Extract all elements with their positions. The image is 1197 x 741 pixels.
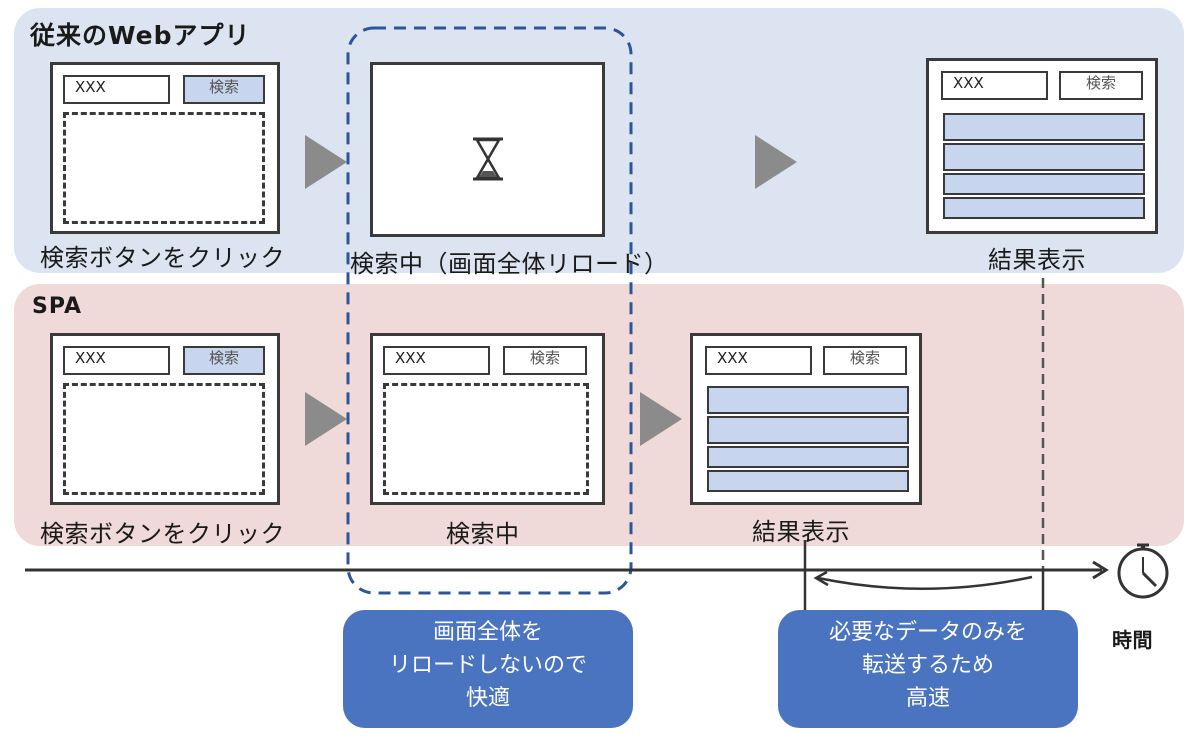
triangle-arrow-icon <box>305 392 347 446</box>
search-phase-highlight <box>346 26 633 595</box>
search-input: XXX <box>63 75 170 104</box>
spa-section-title: SPA <box>32 294 82 319</box>
search-button: 検索 <box>1059 71 1143 100</box>
search-button: 検索 <box>503 346 587 375</box>
comfort-note-line1: 画面全体を <box>432 620 543 645</box>
traditional-search-window: XXX 検索 <box>50 62 280 234</box>
result-row <box>943 143 1145 171</box>
traditional-section-title: 従来のWebアプリ <box>30 21 251 50</box>
traditional-reloading-window <box>370 62 605 237</box>
spa-step3-label: 結果表示 <box>752 518 850 546</box>
comfort-note-line2: リロードしないので <box>388 653 587 678</box>
result-row <box>943 173 1145 195</box>
search-input: XXX <box>63 346 170 375</box>
search-input: XXX <box>383 346 490 375</box>
result-row <box>707 386 909 414</box>
hourglass-icon <box>473 137 503 181</box>
time-axis-label: 時間 <box>1112 628 1153 652</box>
comfort-note-line3: 快適 <box>465 686 510 711</box>
spa-searching-window: XXX 検索 <box>370 333 605 505</box>
search-input: XXX <box>705 346 812 375</box>
triangle-arrow-icon <box>305 135 347 189</box>
traditional-step3-label: 結果表示 <box>988 246 1086 274</box>
spa-search-window: XXX 検索 <box>50 333 280 505</box>
search-button: 検索 <box>183 346 265 375</box>
traditional-step2-label: 検索中（画面全体リロード） <box>350 250 669 278</box>
result-row <box>707 446 909 468</box>
spa-step2-label: 検索中 <box>446 520 520 548</box>
result-row <box>707 416 909 444</box>
speed-note-line2: 転送するため <box>861 653 994 678</box>
traditional-step1-label: 検索ボタンをクリック <box>40 244 285 272</box>
result-row <box>943 197 1145 219</box>
result-row <box>707 470 909 492</box>
spa-step1-label: 検索ボタンをクリック <box>40 520 285 548</box>
empty-results-area <box>63 112 265 224</box>
triangle-arrow-icon <box>755 135 797 189</box>
empty-results-area <box>383 383 589 495</box>
empty-results-area <box>63 383 265 495</box>
speed-note-line1: 必要なデータのみを <box>828 620 1027 645</box>
result-row <box>943 113 1145 141</box>
speed-note-line3: 高速 <box>905 686 950 711</box>
comfort-note-box: 画面全体を リロードしないので 快適 <box>343 610 633 728</box>
speed-note-box: 必要なデータのみを 転送するため 高速 <box>778 610 1078 728</box>
time-saved-arc <box>817 575 1033 590</box>
triangle-arrow-icon <box>640 392 682 446</box>
stopwatch-icon <box>1117 543 1169 599</box>
search-button: 検索 <box>823 346 907 375</box>
time-axis-arrowhead <box>1092 560 1109 580</box>
traditional-results-window: XXX 検索 <box>926 58 1158 234</box>
search-input: XXX <box>941 71 1048 100</box>
spa-results-window: XXX 検索 <box>690 333 922 505</box>
time-saved-arrowhead <box>813 570 829 587</box>
search-button: 検索 <box>183 75 265 104</box>
